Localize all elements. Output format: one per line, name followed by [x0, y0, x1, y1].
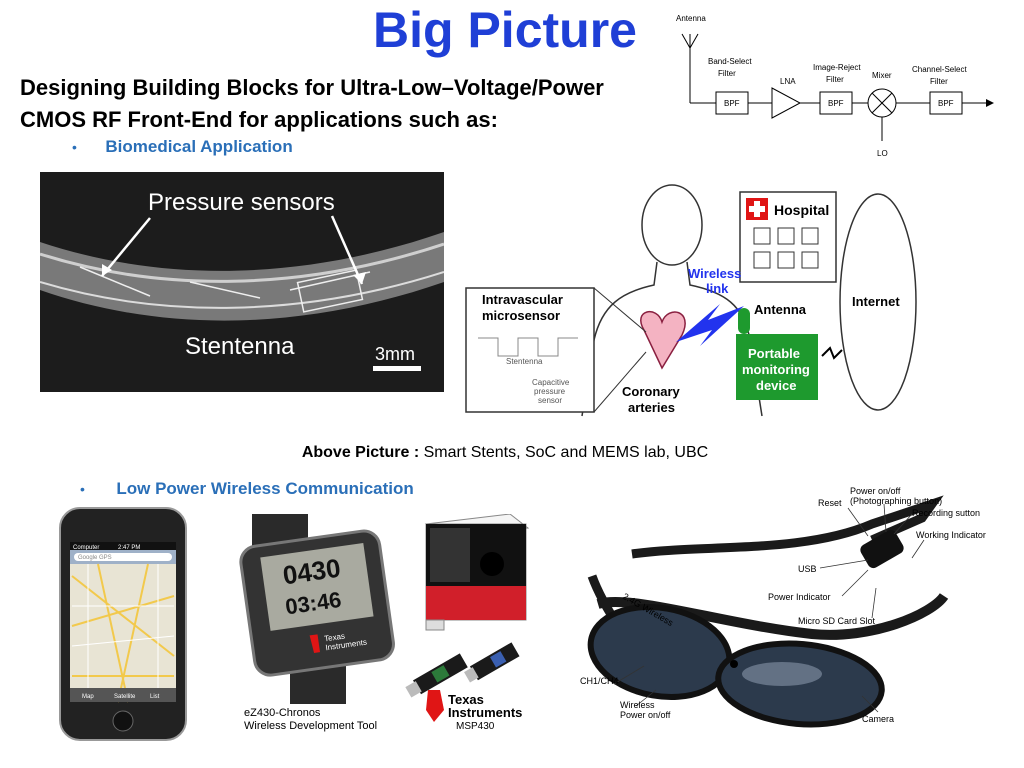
phone-tab-satellite: Satellite [114, 694, 136, 700]
hospital-label: Hospital [774, 202, 829, 218]
glasses-power-indicator: Power Indicator [768, 592, 831, 602]
coronary-label-1: Coronary [622, 384, 681, 399]
pressure-sensors-label: Pressure sensors [148, 189, 335, 216]
antenna-label: Antenna [754, 302, 807, 317]
glasses-micro-sd: Micro SD Card Slot [798, 616, 876, 626]
hospital-icon [739, 191, 837, 283]
phone-search: Google GPS [78, 555, 112, 561]
data-link-zigzag-icon [821, 346, 843, 360]
ti-kit-image: Texas Instruments MSP430 [405, 514, 530, 732]
caption-bold: Above Picture : [301, 444, 420, 461]
ti-logo-line2: Instruments [448, 705, 522, 720]
wireless-link-label-2: link [706, 281, 729, 296]
channel-select-label-1: Channel-Select [912, 65, 967, 74]
mixer-label: Mixer [872, 71, 892, 80]
portable-label-1: Portable [748, 346, 800, 361]
glasses-wireless-power-1: Wireless [620, 700, 655, 710]
ti-logo-line3: MSP430 [456, 721, 495, 732]
channel-select-label-2: Filter [930, 77, 948, 86]
glasses-ch: CH1/CH4 [580, 676, 619, 686]
person-outline [581, 184, 763, 417]
usb-dongle-1-icon [405, 653, 468, 698]
glasses-reset: Reset [818, 498, 842, 508]
usb-dongle-2-icon [464, 642, 520, 683]
phone-tab-map: Map [82, 694, 94, 700]
glasses-frame [587, 495, 949, 728]
device-antenna-icon [738, 308, 750, 334]
image-reject-label-2: Filter [826, 75, 844, 84]
watch-caption-2: Wireless Development Tool [244, 720, 378, 732]
wireless-bolt-icon [676, 304, 744, 346]
glasses-wireless-power-2: Power on/off [620, 710, 671, 720]
portable-label-3: device [756, 378, 796, 393]
caption-text: Smart Stents, SoC and MEMS lab, UBC [419, 444, 709, 461]
watch-brand-1: Texas [324, 632, 346, 644]
capacitive-label-3: sensor [538, 396, 562, 405]
coronary-label-2: arteries [628, 400, 675, 415]
bpf-label-2: BPF [828, 99, 844, 108]
lna-label: LNA [780, 77, 796, 86]
band-select-label-1: Band-Select [708, 57, 752, 66]
phone-carrier: Computer [73, 545, 99, 551]
inset-stentenna-label: Stentenna [506, 357, 543, 366]
phone-time: 2:47 PM [118, 545, 140, 551]
internet-label: Internet [852, 294, 900, 309]
subtitle-line-1: Designing Building Blocks for Ultra-Low–… [20, 75, 604, 100]
scale-label: 3mm [375, 344, 415, 364]
stent-photo: Pressure sensors Stentenna 3mm [40, 172, 444, 392]
watch-caption-1: eZ430-Chronos [244, 707, 321, 719]
chronos-watch-image: 0430 03:46 Texas Instruments [239, 514, 395, 704]
phone-tab-list: List [150, 694, 160, 700]
intravascular-inset [465, 287, 595, 413]
capacitive-label-1: Capacitive [532, 378, 570, 387]
picture-caption: Above Picture : Smart Stents, SoC and ME… [0, 444, 1010, 462]
mixer-icon [867, 88, 897, 118]
smartphone-image: Computer 2:47 PM Google GPS Map Satellit… [59, 507, 187, 741]
intravascular-label-1: Intravascular [482, 292, 563, 307]
band-select-label-2: Filter [718, 69, 736, 78]
subtitle-line-2: CMOS RF Front-End for applications such … [20, 107, 498, 132]
stentenna-label: Stentenna [185, 333, 295, 360]
intravascular-label-2: microsensor [482, 308, 560, 323]
home-button-icon [112, 710, 134, 732]
portable-label-2: monitoring [742, 362, 810, 377]
bullet-biomedical: • Biomedical Application [72, 137, 293, 157]
bullet-wireless-label: Low Power Wireless Communication [116, 479, 414, 498]
bullet-wireless: • Low Power Wireless Communication [80, 479, 414, 499]
watch-caption: eZ430-Chronos Wireless Development Tool [244, 707, 377, 733]
glasses-power-1: Power on/off [850, 486, 901, 496]
box-runner-icon [480, 552, 504, 576]
ti-logo-large-icon [426, 690, 444, 722]
image-reject-label-1: Image-Reject [813, 63, 861, 72]
slide-title: Big Picture [373, 2, 637, 58]
bullet-biomedical-label: Biomedical Application [105, 137, 293, 156]
capacitive-label-2: pressure [534, 387, 566, 396]
lo-label: LO [877, 149, 888, 158]
glasses-recording: Recording sutton [912, 508, 980, 518]
internet-cloud [839, 193, 917, 411]
ti-logo-line1: Texas [448, 692, 484, 707]
camera-glasses-image: Reset Power on/off (Photographing button… [580, 486, 986, 728]
antenna-icon [681, 33, 699, 103]
biomedical-system-diagram: Hospital Internet Wireless link Antenna … [465, 184, 917, 417]
glasses-power-2: (Photographing button) [850, 496, 942, 506]
bpf-label-1: BPF [724, 99, 740, 108]
glasses-usb: USB [798, 564, 817, 574]
wireless-link-label-1: Wireless [688, 266, 741, 281]
heart-icon [640, 311, 686, 370]
lna-triangle [771, 87, 802, 119]
callout-lines [613, 503, 925, 713]
glasses-camera: Camera [862, 714, 894, 724]
slide-subtitle: Designing Building Blocks for Ultra-Low–… [20, 72, 700, 136]
bullet-marker-2: • [80, 481, 85, 497]
rf-frontend-diagram: Antenna BPF Band-Select Filter LNA BPF I… [676, 14, 994, 158]
bullet-marker: • [72, 139, 77, 155]
rf-antenna-label: Antenna [676, 14, 706, 23]
bpf-label-3: BPF [938, 99, 954, 108]
glasses-working: Working Indicator [916, 530, 986, 540]
ti-logo-icon [309, 634, 321, 653]
portable-device [736, 334, 818, 400]
camera-lens-icon [730, 660, 738, 668]
scale-bar [373, 366, 421, 371]
